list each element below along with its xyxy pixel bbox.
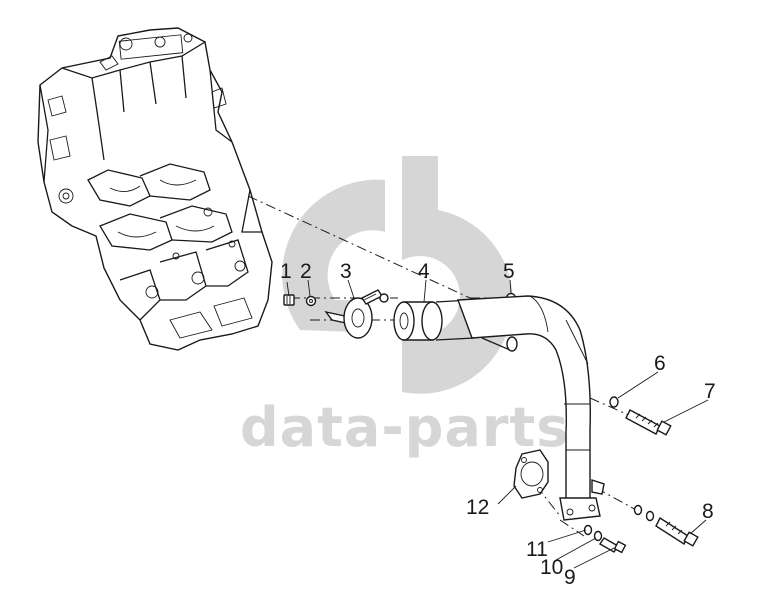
part-11-washer [583, 524, 593, 536]
callout-12: 12 [466, 496, 489, 519]
callout-7: 7 [704, 380, 716, 403]
part-2-washer [305, 295, 317, 307]
oil-suction-pipe [457, 295, 605, 521]
part-7-bolt [625, 409, 672, 436]
callout-10: 10 [540, 556, 563, 579]
callout-1: 1 [280, 260, 292, 283]
watermark-brand-text: data-parts [240, 396, 569, 459]
part-12-gasket [513, 449, 549, 499]
callout-2: 2 [300, 260, 312, 283]
part-6-washer [609, 396, 619, 408]
part-4-sleeve [393, 299, 475, 341]
part-9-bolt [599, 537, 627, 554]
part-8-bolt [633, 504, 699, 547]
callout-6: 6 [654, 352, 666, 375]
callout-labels: 1 2 3 4 5 6 7 8 9 10 11 12 [280, 260, 716, 589]
callout-4: 4 [418, 260, 430, 283]
part-3-plate [324, 289, 389, 339]
callout-8: 8 [702, 500, 714, 523]
callout-9: 9 [564, 566, 576, 589]
leader-lines [286, 279, 709, 569]
part-10-washer [593, 530, 603, 542]
engine-block [37, 27, 273, 351]
callout-3: 3 [340, 260, 352, 283]
callout-11: 11 [526, 538, 548, 561]
callout-5: 5 [503, 260, 515, 283]
part-1-bolt [283, 294, 295, 306]
